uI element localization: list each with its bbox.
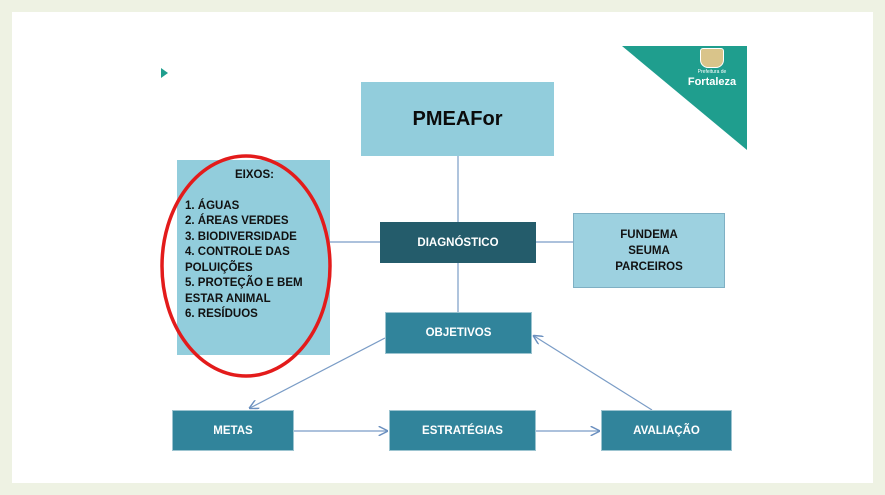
eixos-title: EIXOS:	[235, 169, 274, 181]
metas-box: METAS	[172, 410, 294, 451]
partner-fundema: FUNDEMA	[620, 228, 678, 241]
prefeitura-logo: Prefeitura de Fortaleza	[679, 48, 745, 98]
eixos-item: ESTAR ANIMAL	[185, 292, 271, 305]
corner-decoration	[622, 46, 747, 150]
logo-small-text: Prefeitura de	[697, 69, 727, 75]
objetivos-box: OBJETIVOS	[385, 312, 532, 354]
highlight-overlay	[160, 154, 332, 378]
partners-box: FUNDEMA SEUMA PARCEIROS	[573, 213, 725, 288]
diagnostico-box: DIAGNÓSTICO	[380, 222, 536, 263]
crest-icon	[700, 48, 724, 68]
eixos-item: 3. BIODIVERSIDADE	[185, 230, 297, 243]
eixos-item: POLUIÇÕES	[185, 261, 253, 274]
connector-lines	[152, 156, 653, 471]
arrow-obj-metas	[250, 337, 386, 408]
eixos-item: 6. RESÍDUOS	[185, 308, 258, 320]
logo-big-text: Fortaleza	[687, 76, 737, 88]
eixos-item: 1. ÁGUAS	[185, 199, 240, 212]
partner-seuma: SEUMA	[628, 244, 670, 257]
estrategias-box: ESTRATÉGIAS	[389, 410, 536, 451]
avaliacao-box: AVALIAÇÃO	[601, 410, 732, 451]
red-highlight-ellipse	[160, 154, 332, 378]
eixos-box: EIXOS: 1. ÁGUAS 2. ÁREAS VERDES 3. BIODI…	[177, 160, 330, 355]
eixos-item: 5. PROTEÇÃO E BEM	[185, 277, 303, 289]
arrow-aval-obj	[534, 336, 653, 411]
eixos-item: 4. CONTROLE DAS	[185, 246, 290, 258]
pmeafor-title-box: PMEAFor	[361, 82, 554, 156]
play-icon	[161, 68, 168, 78]
slide: Prefeitura de Fortaleza PMEAFor DIAGNÓST…	[152, 46, 747, 471]
partner-parceiros: PARCEIROS	[615, 260, 683, 273]
eixos-item: 2. ÁREAS VERDES	[185, 215, 289, 227]
